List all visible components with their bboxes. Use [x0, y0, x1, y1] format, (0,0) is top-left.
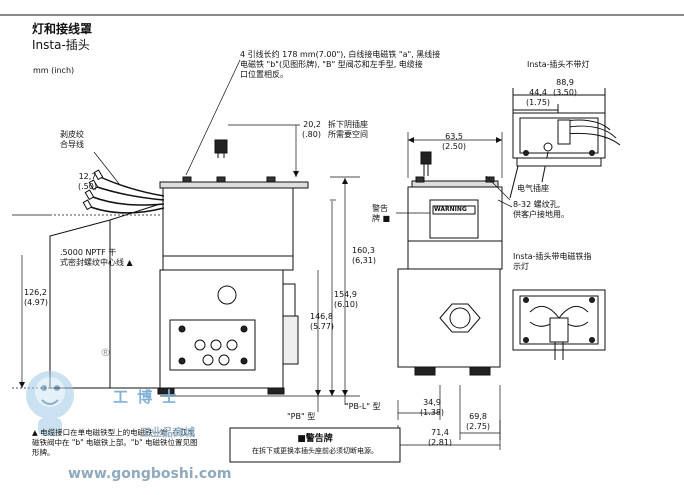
front-dimension-lines: [396, 132, 513, 450]
page-subtitle: Insta-插头: [32, 38, 90, 52]
dim-34-9: 34,9 (1.38): [420, 398, 445, 417]
warning-plate-text: WARNING: [434, 206, 467, 213]
dim-126-2: 126,2 (4.97): [24, 288, 49, 307]
inset-no-light: [509, 88, 621, 199]
warning-box: [229, 427, 401, 463]
watermark-logo: [26, 371, 74, 436]
watermark-url: www.gongboshi.com: [68, 466, 232, 482]
dim-160-3: 160,3 (6,31): [352, 246, 377, 265]
pb-type-label: "PB" 型: [287, 412, 316, 421]
dim-63-5: 63,5 (2.50): [442, 132, 467, 151]
front-view: [397, 151, 503, 376]
footnote: ▲ 电缆接口在单电磁铁型上的电磁铁一端, 在双电 磁铁阀中在 "b" 电磁铁上部…: [32, 428, 198, 457]
dim-69-8: 69,8 (2.75): [466, 412, 491, 431]
registered-mark: ®: [100, 346, 111, 359]
dim-88-9: 88,9 (3.50): [553, 78, 578, 97]
arrowheads: [19, 171, 348, 396]
dim-20-2: 20,2 (.80): [302, 120, 321, 139]
pbl-type-label: "PB-L" 型: [345, 402, 381, 411]
dim-154-9: 154,9 (6.10): [334, 290, 359, 309]
dim-44-4: 44,4 (1.75): [526, 88, 551, 107]
inset-with-light: [512, 289, 606, 360]
dim-71-4: 71,4 (2.81): [428, 428, 453, 447]
wire-ends: [82, 169, 104, 211]
watermark-mall: 工业品商城: [140, 426, 195, 439]
warning-body: 在拆下或更换本插头座前必须切断电源。: [252, 447, 378, 455]
warning-title: ■警告牌: [297, 434, 333, 444]
lead-wire-note: 4 引线长约 178 mm(7.00"), 白线接电磁铁 "a", 黑线接 电磁…: [240, 50, 441, 79]
warning-plate-label: 警告 牌 ■: [372, 204, 391, 223]
stripped-wire-label: 剥皮绞 合导线: [60, 130, 84, 149]
dim-146-8: 146,8 (5.77): [310, 312, 335, 331]
remove-socket-label: 拆下阴插座 所需要空间: [328, 120, 368, 139]
main-side-view: [49, 139, 309, 395]
screw-hole-label: 8-32 螺纹孔, 供客户接地用。: [513, 200, 569, 219]
npt-note: .5000 NPTF 干 式密封螺纹中心线 ▲: [60, 248, 133, 267]
unit-note: mm (inch): [33, 66, 75, 75]
dim-12-7: 12,7 (.50): [78, 172, 97, 191]
lead-wires: [87, 175, 165, 214]
inset-no-light-title: Insta-插头不带灯: [527, 60, 590, 69]
main-dimension-lines: [12, 59, 360, 412]
watermark-brand: 工 博 士: [113, 388, 179, 406]
page-title: 灯和接线罩: [32, 22, 93, 36]
front-arrowheads: [408, 137, 502, 143]
electrical-socket-label: 电气插座: [517, 184, 549, 193]
inset-with-light-title: Insta-插头带电磁铁指 示灯: [513, 252, 592, 271]
